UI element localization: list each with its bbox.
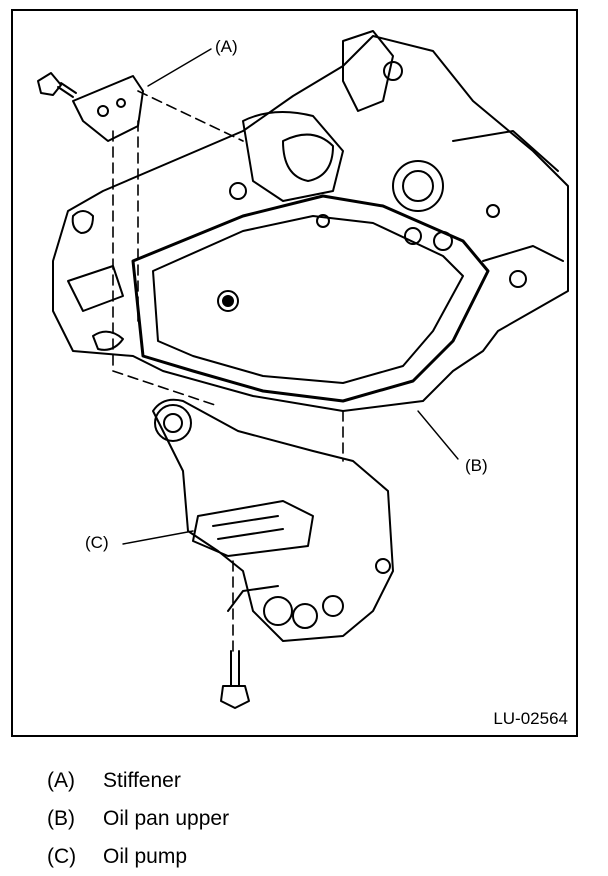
legend-key: (B) xyxy=(47,807,75,830)
leader-lines xyxy=(122,48,459,545)
oil-pump-bolt xyxy=(220,650,250,709)
callout-c: (C) xyxy=(85,533,109,552)
callout-b: (B) xyxy=(465,456,488,475)
legend-label: Stiffener xyxy=(103,769,181,792)
figure-id-label: LU-02564 xyxy=(493,709,568,728)
callout-a: (A) xyxy=(215,37,238,56)
legend-item-b: (B) Oil pan upper xyxy=(47,800,229,838)
legend-key: (C) xyxy=(47,845,77,868)
parts-legend: (A) Stiffener (B) Oil pan upper (C) Oil … xyxy=(47,762,229,876)
figure-frame: (A) (B) (C) LU-02564 xyxy=(11,9,578,737)
legend-key: (A) xyxy=(47,769,75,792)
stiffener-bolt xyxy=(37,72,77,98)
alignment-lines xyxy=(112,90,344,652)
exploded-view-drawing xyxy=(37,30,569,709)
legend-label: Oil pan upper xyxy=(103,807,230,830)
legend-item-c: (C) Oil pump xyxy=(47,838,229,876)
legend-item-a: (A) Stiffener xyxy=(47,762,229,800)
engine-block xyxy=(52,30,569,412)
stiffener-part xyxy=(72,75,144,142)
oil-pump-part xyxy=(152,398,394,642)
legend-label: Oil pump xyxy=(103,845,188,868)
